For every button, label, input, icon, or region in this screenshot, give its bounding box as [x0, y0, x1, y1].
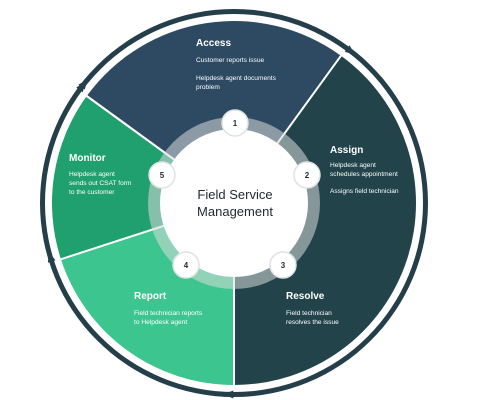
stage-assign-line4: Assigns field technician — [330, 188, 399, 195]
center-title-line1: Field Service — [197, 187, 272, 202]
ring-arrow-icon — [76, 82, 86, 93]
stage-report-line2: to Helpdesk agent — [134, 319, 187, 326]
badge-4: 4 — [172, 251, 200, 279]
ring-arrow-icon — [344, 45, 355, 55]
stage-resolve-line2: resolves the issue — [286, 319, 339, 326]
stage-report-title: Report — [134, 291, 167, 302]
stage-assign-line2: schedules appointment — [330, 171, 398, 178]
segment-access — [86, 20, 341, 204]
stage-monitor-line3: to the customer — [69, 189, 115, 196]
ring-arrow-icon — [47, 251, 56, 263]
svg-text:4: 4 — [184, 261, 189, 270]
svg-text:5: 5 — [160, 171, 165, 180]
svg-text:2: 2 — [305, 171, 310, 180]
stage-resolve-line1: Field technician — [286, 310, 332, 317]
stage-access-title: Access — [196, 38, 231, 49]
segment-report — [52, 96, 234, 260]
stage-assign-line1: Helpdesk agent — [330, 162, 376, 169]
segment-assign — [234, 55, 417, 385]
stage-report-line1: Field technician reports — [134, 310, 203, 317]
stage-access-line1: Customer reports issue — [196, 57, 264, 64]
ring-arrows — [47, 45, 355, 399]
stage-assign-title: Assign — [330, 145, 363, 156]
badge-3: 3 — [269, 251, 297, 279]
stage-monitor-title: Monitor — [69, 153, 106, 164]
svg-text:3: 3 — [281, 261, 286, 270]
badge-2: 2 — [293, 161, 321, 189]
stage-access-line4: problem — [196, 84, 220, 91]
stage-monitor-line2: sends out CSAT form — [69, 180, 132, 187]
svg-text:1: 1 — [233, 119, 238, 128]
stage-monitor-line1: Helpdesk agent — [69, 171, 115, 178]
badge-1: 1 — [221, 109, 249, 137]
badge-5: 5 — [148, 161, 176, 189]
center-title-line2: Management — [197, 204, 273, 219]
inner-center-disc — [160, 129, 308, 277]
stage-resolve-title: Resolve — [286, 291, 325, 302]
stage-access-line3: Helpdesk agent documents — [196, 75, 277, 82]
ring-arrow-icon — [223, 390, 234, 399]
